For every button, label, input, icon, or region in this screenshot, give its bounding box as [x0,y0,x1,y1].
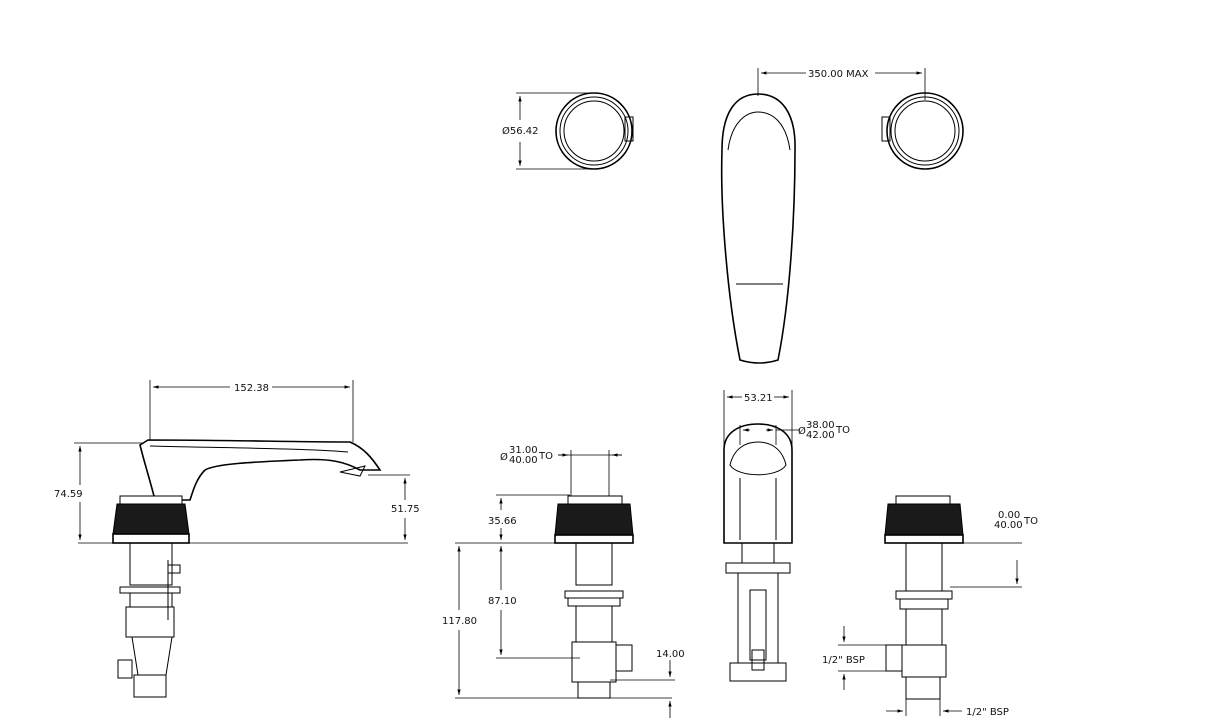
diameter-label: Ø56.42 [502,125,539,137]
dim-left-hole: Ø 31.00 40.00 TO [500,445,622,496]
dim-spout-reach: 152.38 [149,380,354,442]
dim-thread-horizontal: 1/2" BSP [886,699,1009,718]
hole-left-top: 31.00 [509,445,538,456]
spacing-label: 350.00 MAX [808,69,869,80]
reach-label: 152.38 [234,383,269,394]
deck-suffix: TO [1023,516,1038,527]
left-handle-front-view: Ø 31.00 40.00 TO 35.66 87.10 117.80 [442,445,685,718]
outlet-label: 51.75 [391,504,420,515]
hole-right-top: 38.00 [806,420,835,431]
hole-right-bottom: 42.00 [806,430,835,441]
overall-length-label: 117.80 [442,616,477,627]
top-view: Ø56.42 350.00 MAX [502,68,964,364]
height-label: 74.59 [54,489,83,500]
dim-body-length: 87.10 [488,546,580,659]
hole-right-suffix: TO [835,425,850,436]
spout-side-view: 152.38 74.59 51.75 [54,380,420,698]
spout-top-view [720,93,796,364]
base-width-label: 53.21 [744,393,773,404]
dim-deck-thickness: 0.00 40.00 TO [950,510,1038,588]
deck-bottom: 40.00 [994,520,1023,531]
dim-outlet-height: 51.75 [368,474,420,540]
dim-overall-length: 117.80 [442,546,672,699]
hole-left-bottom: 40.00 [509,455,538,466]
dim-inlet-offset: 14.00 [610,649,685,718]
thread-horizontal-label: 1/2" BSP [966,707,1009,718]
dim-spout-spacing: 350.00 MAX [757,68,926,100]
dim-right-hole: Ø 38.00 42.00 TO [739,420,850,445]
spout-front-view: 53.21 Ø 38.00 42.00 TO [723,390,850,682]
body-length-label: 87.10 [488,596,517,607]
right-handle-top-view [881,92,964,170]
inlet-offset-label: 14.00 [656,649,685,660]
dim-handle-diameter: Ø56.42 [502,92,594,170]
thread-vertical-label: 1/2" BSP [822,655,865,666]
hole-left-prefix: Ø [500,451,508,463]
right-handle-front-view: 0.00 40.00 TO 1/2" BSP 1/2" BSP [822,495,1038,718]
dim-handle-height: 35.66 [488,494,570,540]
hole-right-prefix: Ø [798,425,806,437]
dim-thread-vertical: 1/2" BSP [822,626,886,690]
dim-spout-base-width: 53.21 [723,390,793,448]
deck-top: 0.00 [998,510,1020,521]
handle-height-label: 35.66 [488,516,517,527]
dim-spout-height: 74.59 [54,442,142,540]
hole-left-suffix: TO [538,451,553,462]
left-handle-top-view [555,92,634,170]
